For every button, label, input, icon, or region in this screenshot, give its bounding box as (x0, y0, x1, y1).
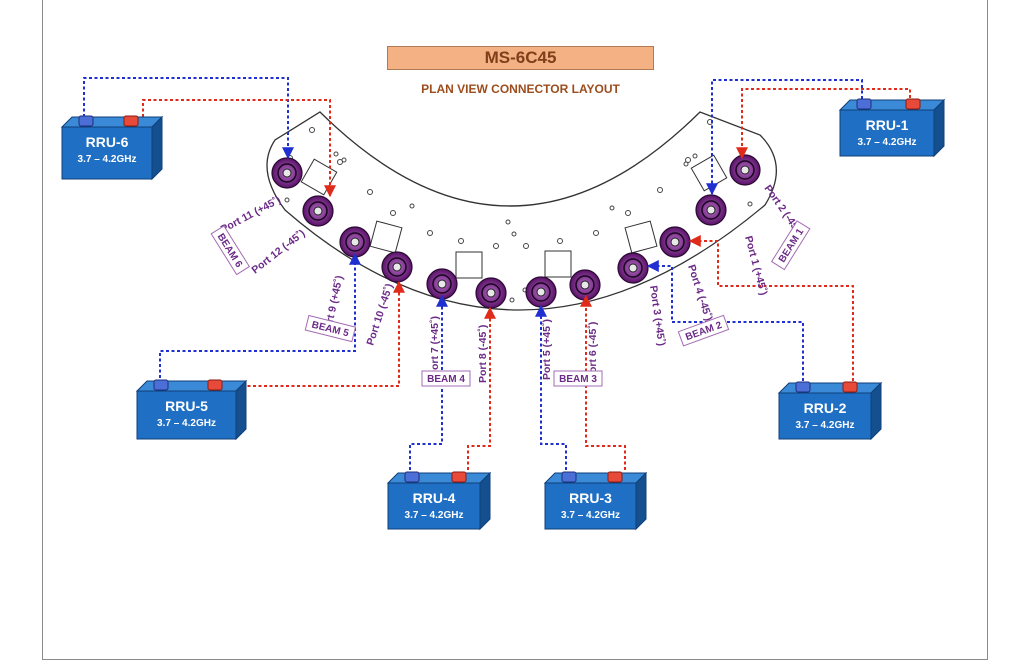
wire-rru6-port11 (83, 77, 294, 160)
port-label-8: Port 8 (-45˚) (477, 325, 489, 383)
port-connector-1 (729, 154, 761, 186)
wire-rru1-port1 (706, 79, 863, 196)
diagram-title: MS-6C45 (387, 46, 654, 70)
rru-port-blue (856, 98, 872, 110)
rru-box-5: RRU-5 3.7 – 4.2GHz (135, 379, 248, 441)
wire-rru2-port4 (688, 235, 854, 381)
wire-rru5-port10 (220, 280, 405, 387)
rru-box-3: RRU-3 3.7 – 4.2GHz (543, 471, 648, 531)
port-label-6: Port 6 (-45˚) (587, 322, 599, 380)
wire-rru4-port8 (467, 306, 496, 470)
rru-box-2: RRU-2 3.7 – 4.2GHz (777, 381, 883, 441)
port-connector-3 (617, 252, 649, 284)
port-label-10: Port 10 (-45˚) (364, 282, 395, 347)
rru-port-blue (404, 471, 420, 483)
rru-name: RRU-5 (165, 398, 208, 414)
rru-port-red (207, 379, 223, 391)
rru-box-4: RRU-4 3.7 – 4.2GHz (386, 471, 492, 531)
wire-rru3-port5 (535, 304, 567, 470)
rru-name: RRU-6 (86, 134, 129, 150)
port-connector-9 (339, 226, 371, 258)
mounting-flanges (300, 154, 728, 279)
port-connector-7 (426, 268, 458, 300)
port-label-1: Port 1 (+45˚) (742, 235, 769, 297)
rru-band: 3.7 – 4.2GHz (157, 418, 216, 429)
port-label-4: Port 4 (-45˚) (685, 263, 714, 322)
beam-label-3: BEAM 3 (559, 374, 597, 385)
plate-holes (284, 119, 753, 303)
port-label-3: Port 3 (+45˚) (647, 285, 667, 347)
wire-rru2-port3 (646, 260, 804, 381)
connector-group (271, 154, 761, 309)
port-label-11: Port 11 (+45˚) (219, 194, 283, 236)
rru-port-red (842, 381, 858, 393)
rru-port-red (451, 471, 467, 483)
rru-band: 3.7 – 4.2GHz (796, 420, 855, 431)
rru-port-red (607, 471, 623, 483)
rru-box-6: RRU-6 3.7 – 4.2GHz (60, 115, 164, 181)
rru-port-blue (561, 471, 577, 483)
wire-group (83, 77, 911, 470)
port-label-12: Port 12 (-45˚) (249, 227, 307, 276)
beam-label-4: BEAM 4 (427, 374, 465, 385)
port-connector-6 (569, 269, 601, 301)
port-label-5: Port 5 (+45˚) (541, 319, 553, 380)
rru-band: 3.7 – 4.2GHz (561, 510, 620, 521)
port-connector-12 (302, 195, 334, 227)
rru-port-red (905, 98, 921, 110)
wire-rru4-port7 (409, 294, 448, 470)
port-connector-4 (659, 226, 691, 258)
wire-rru5-port9 (159, 252, 361, 378)
rru-name: RRU-1 (866, 117, 909, 133)
page-frame (42, 0, 988, 660)
rru-band: 3.7 – 4.2GHz (78, 154, 137, 165)
rru-port-red (123, 115, 139, 127)
port-connector-10 (381, 251, 413, 283)
rru-name: RRU-4 (413, 490, 456, 506)
rru-band: 3.7 – 4.2GHz (405, 510, 464, 521)
diagram-subtitle: PLAN VIEW CONNECTOR LAYOUT (421, 82, 620, 96)
wire-rru1-port2 (736, 88, 911, 160)
port-label-7: Port 7 (+45˚) (429, 316, 441, 377)
rru-band: 3.7 – 4.2GHz (858, 137, 917, 148)
port-connector-5 (525, 276, 557, 308)
rru-name: RRU-2 (804, 400, 847, 416)
rru-name: RRU-3 (569, 490, 612, 506)
port-connector-11 (271, 157, 303, 189)
rru-port-blue (153, 379, 169, 391)
rru-port-blue (78, 115, 94, 127)
port-connector-8 (475, 277, 507, 309)
wire-rru6-port12 (142, 99, 336, 198)
rru-port-blue (795, 381, 811, 393)
port-connector-2 (695, 194, 727, 226)
rru-box-1: RRU-1 3.7 – 4.2GHz (838, 98, 946, 158)
